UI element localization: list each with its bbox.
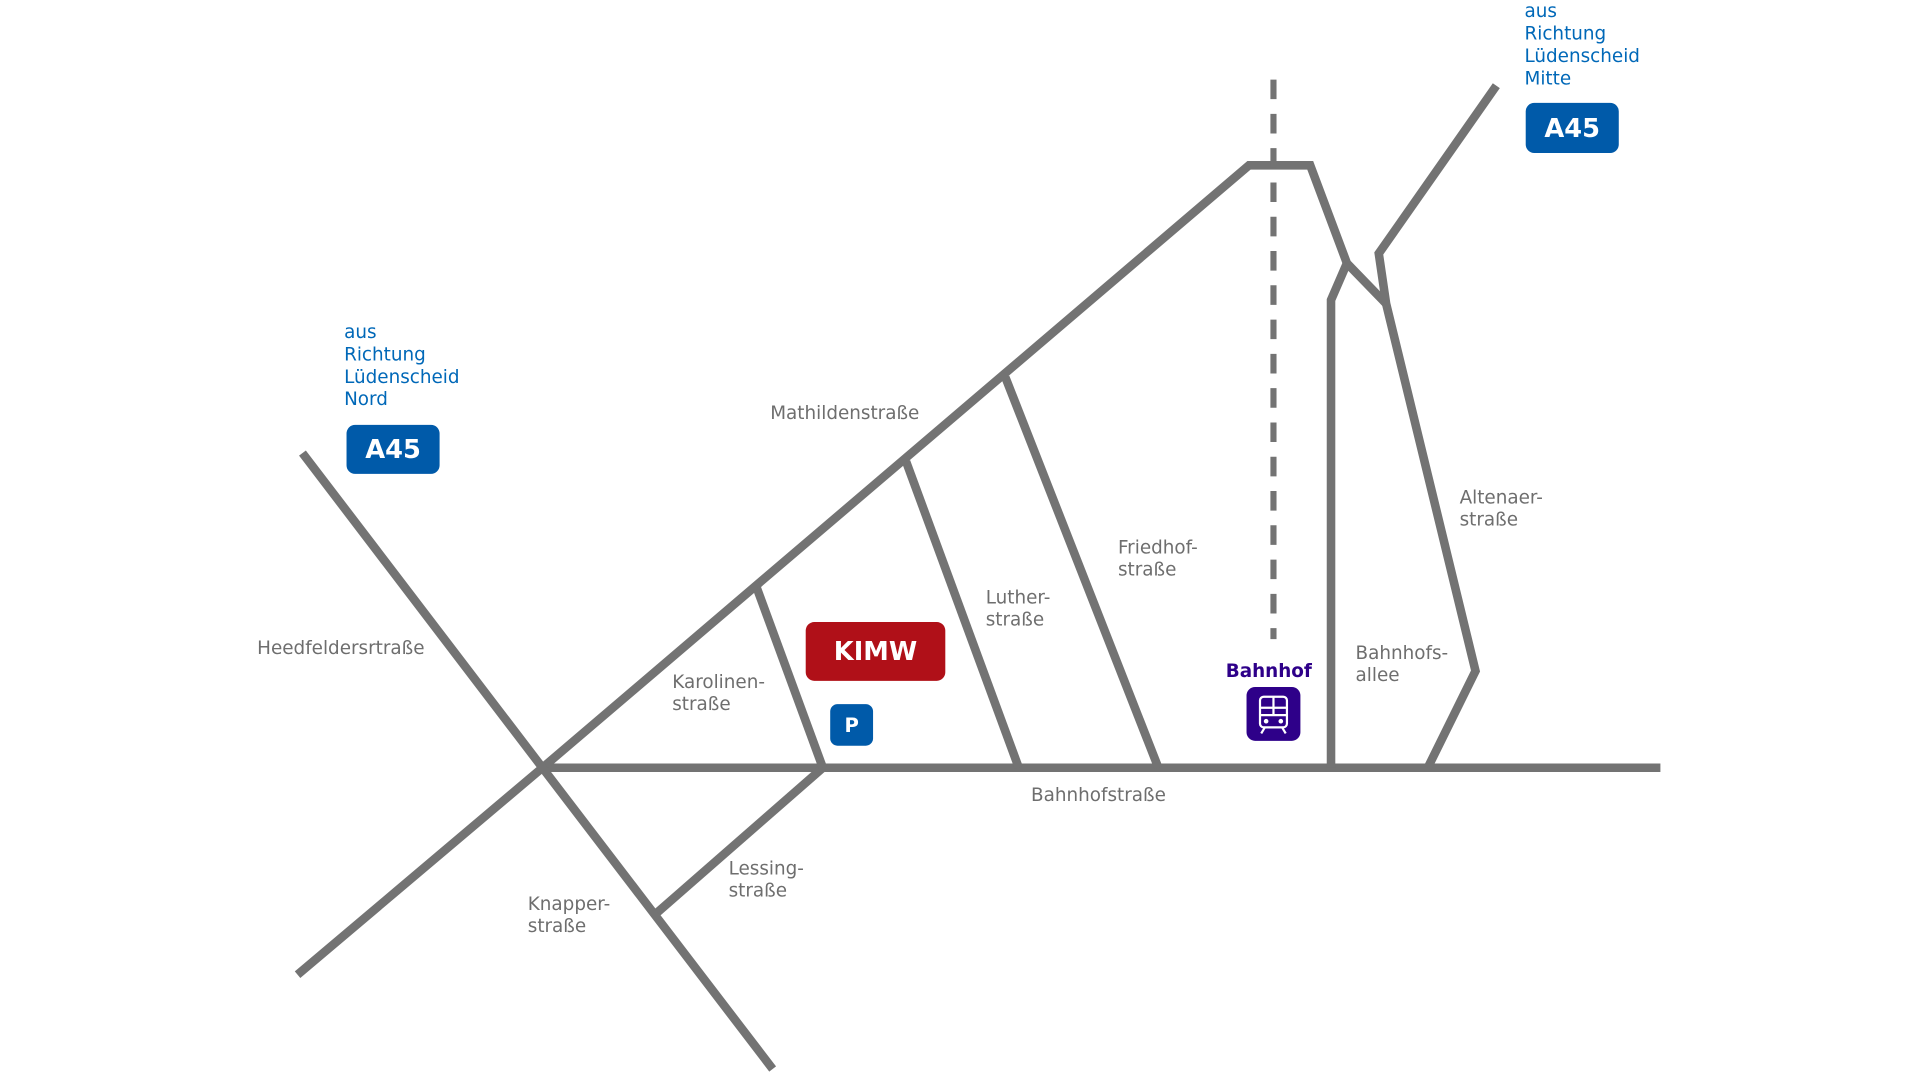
station-label: Bahnhof [1226, 661, 1313, 682]
a45-badge-left-label: A45 [365, 435, 421, 465]
parking-badge [830, 704, 874, 746]
label-friedhofstrasse: Friedhof-straße [1118, 537, 1198, 580]
parking-marker: P [830, 704, 874, 746]
highway-left: aus Richtung Lüdenscheid Nord A45 [344, 322, 465, 474]
street-labels: Mathildenstraße Heedfeldersrtraße Karoli… [257, 403, 1543, 937]
label-bahnhofsallee: Bahnhofs-allee [1356, 643, 1449, 686]
parking-label: P [844, 714, 858, 737]
train-icon [1258, 695, 1289, 735]
road-altenaerstrasse [1374, 83, 1500, 770]
road-karolinenstrasse [752, 586, 827, 770]
label-knapperstrasse: Knapper-straße [528, 894, 611, 937]
kimw-badge [805, 622, 946, 681]
label-lutherstrasse: Luther-straße [986, 588, 1051, 631]
road-lessingstrasse [654, 764, 826, 916]
a45-badge-right [1525, 102, 1619, 154]
label-lessingstrasse: Lessing-straße [729, 858, 804, 901]
kimw-marker: KIMW [805, 622, 946, 681]
a45-badge-left [346, 424, 440, 474]
road-bahnhofsallee [1326, 261, 1351, 768]
road-friedhofstrasse [1001, 375, 1163, 770]
label-bahnhofstrasse: Bahnhofstraße [1031, 785, 1166, 806]
label-mathildenstrasse: Mathildenstraße [770, 403, 919, 424]
label-altenaerstrasse: Altenaer-straße [1460, 487, 1543, 530]
highway-right: aus Richtung Lüdenscheid Mitte A45 [1524, 1, 1645, 154]
label-heedfelderstrasse: Heedfeldersrtraße [257, 638, 424, 659]
road-mathildenstrasse [294, 161, 1390, 978]
roads [294, 79, 1661, 1072]
highway-right-direction: aus Richtung Lüdenscheid Mitte [1524, 1, 1645, 89]
a45-badge-right-label: A45 [1544, 114, 1600, 144]
road-heedfelderstrasse [299, 450, 777, 1072]
road-lutherstrasse [902, 460, 1023, 770]
kimw-label: KIMW [834, 637, 917, 667]
label-karolinenstrasse: Karolinen-straße [672, 672, 765, 715]
highway-left-direction: aus Richtung Lüdenscheid Nord [344, 322, 465, 410]
station-marker: Bahnhof [1226, 661, 1313, 741]
